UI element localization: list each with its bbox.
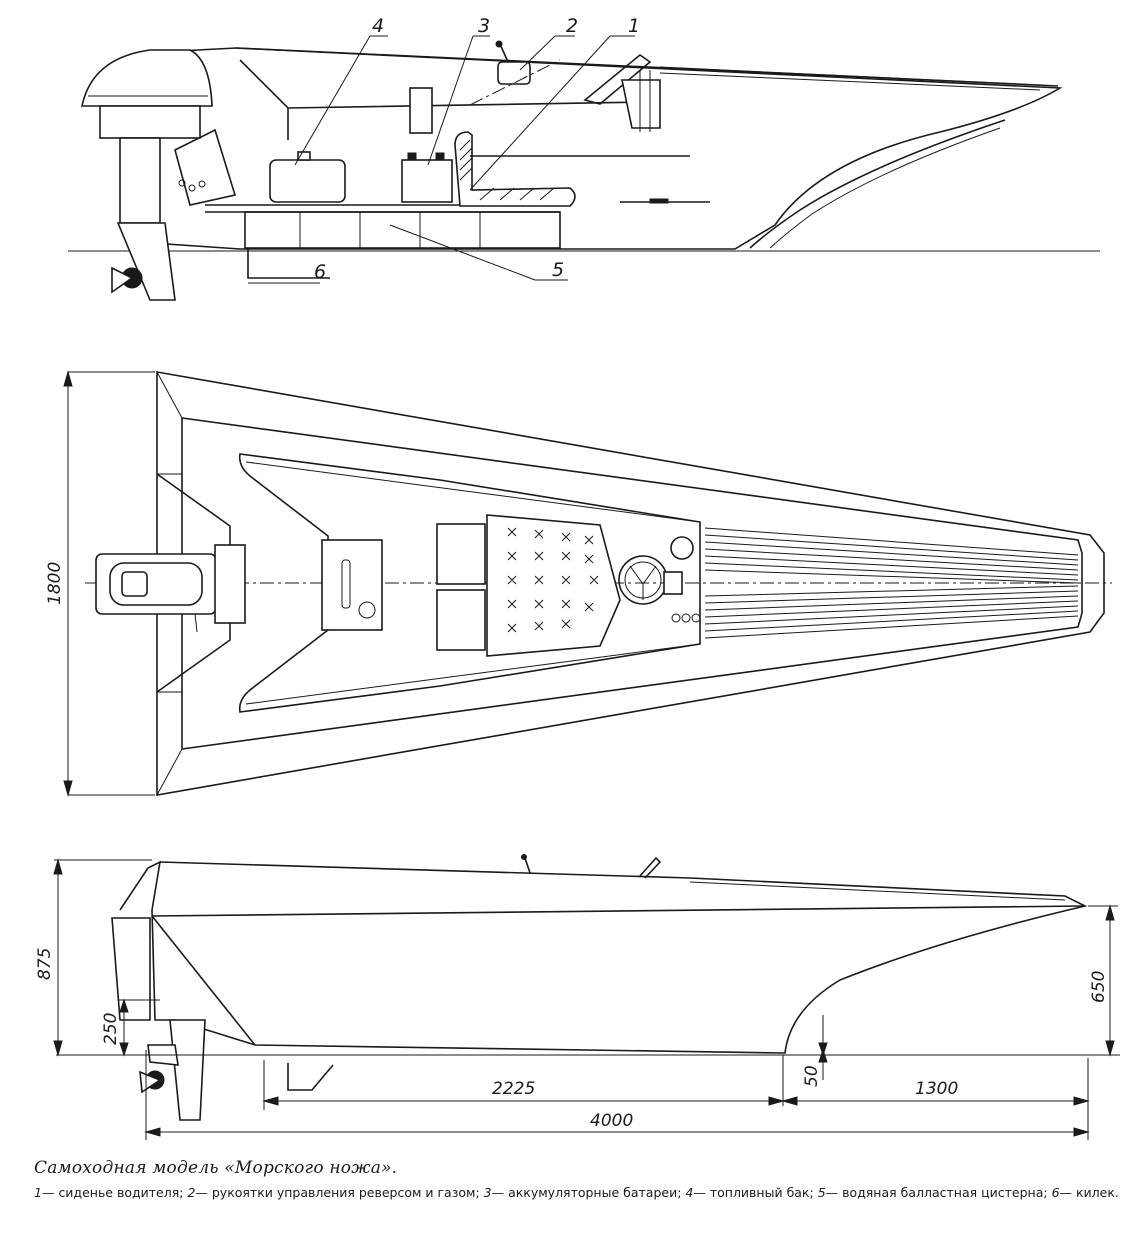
legend-item-5: 5— водяная балластная цистерна;: [817, 1185, 1048, 1200]
length-total-dimension: 4000: [590, 1111, 633, 1131]
deck-edge: [151, 905, 1086, 917]
battery-box-2: [436, 589, 486, 651]
callout-2: 2: [566, 15, 578, 37]
keel: [247, 249, 330, 279]
beam-dimension: 1800: [45, 562, 65, 605]
length-mid-dimension: 2225: [492, 1079, 535, 1099]
hull-outline: [151, 47, 1063, 250]
legend-item-2: 2— рукоятки управления реверсом и газом;: [187, 1185, 480, 1200]
side-view: 875 250 650 50 2225 1300 4000: [35, 854, 1120, 1140]
outboard-leg: [119, 137, 161, 224]
fuel-tank: [269, 159, 346, 203]
legend-item-3: 3— аккумуляторные батареи;: [483, 1185, 682, 1200]
ballast-tank: [244, 211, 561, 249]
callout-4: 4: [372, 15, 384, 37]
battery: [401, 159, 453, 203]
windshield: [583, 53, 652, 105]
legend-item-4: 4— топливный бак;: [685, 1185, 814, 1200]
caption-title: Самоходная модель «Морского ножа».: [34, 1158, 398, 1178]
control-panel: [321, 539, 383, 631]
plan-view: 1800: [45, 370, 1112, 797]
figure-caption: Самоходная модель «Морского ножа». 1— си…: [34, 1158, 1124, 1200]
legend-item-1: 1— сиденье водителя;: [34, 1185, 184, 1200]
height-transom-dimension: 250: [101, 1013, 121, 1045]
length-bow-dimension: 1300: [915, 1079, 958, 1099]
steering-column: [621, 79, 661, 129]
outboard-side: [169, 1019, 206, 1121]
caption-legend: 1— сиденье водителя; 2— рукоятки управле…: [34, 1185, 1124, 1200]
height-total-dimension: 875: [35, 948, 55, 980]
side-section-view: 1 2 3 4 5 6: [68, 15, 1100, 301]
keel-side: [287, 1063, 334, 1091]
legend-item-6: 6— килек.: [1051, 1185, 1119, 1200]
seat-plan: [486, 514, 621, 657]
callout-6: 6: [314, 261, 326, 283]
deck-strakes: [704, 527, 1079, 639]
callout-5: 5: [552, 259, 564, 281]
callout-1: 1: [628, 15, 640, 37]
callout-3: 3: [478, 15, 490, 37]
driver-seat: [454, 131, 576, 207]
hull-side: [119, 860, 1088, 1054]
height-bow-dimension: 650: [1089, 971, 1109, 1003]
cockpit-opening: [238, 453, 701, 713]
battery-box-1: [436, 523, 486, 585]
boat-drawing: 1 2 3 4 5 6: [35, 15, 1120, 1140]
keel-offset-dimension: 50: [802, 1065, 822, 1087]
chine-curve: [749, 119, 1006, 249]
outboard-cover: [81, 49, 213, 107]
